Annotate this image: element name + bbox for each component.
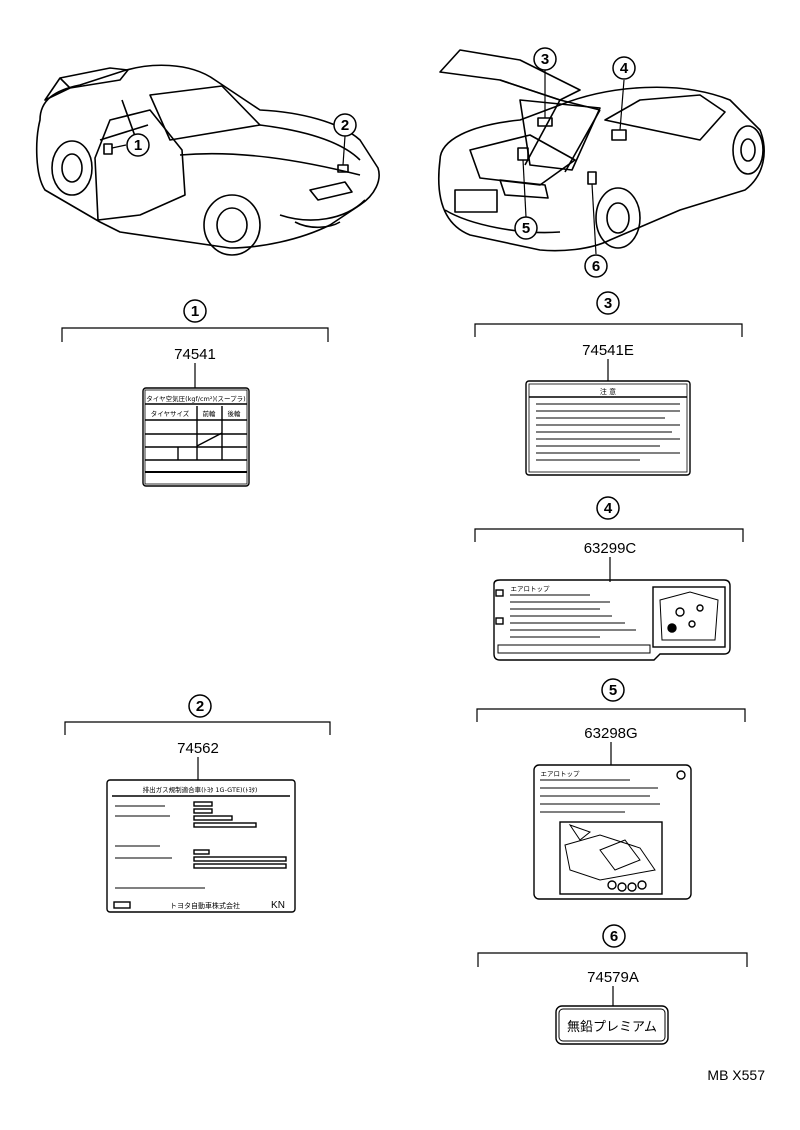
callout-3-circle-upper: 3 bbox=[533, 47, 557, 71]
part-number-63298G: 63298G bbox=[584, 725, 637, 742]
tire-label-rear: 後輪 bbox=[228, 409, 242, 418]
callout-1-num-upper: 1 bbox=[134, 137, 142, 154]
caution-label bbox=[525, 380, 691, 476]
section-5-number: 5 bbox=[609, 682, 617, 699]
part-number-74579A: 74579A bbox=[587, 969, 639, 986]
section-4: 4 63299C エアロトップ bbox=[474, 496, 744, 661]
callout-5-num-upper: 5 bbox=[522, 220, 530, 237]
aerotop-label-4 bbox=[493, 579, 731, 661]
tire-label-front: 前輪 bbox=[203, 409, 217, 418]
section-3-number: 3 bbox=[604, 295, 612, 312]
section-2: 2 74562 排出ガス規制適合車(ﾄﾖﾀ 1G-GTE)(ﾄﾖﾀ) トヨタ自動… bbox=[64, 694, 331, 913]
callout-2-num-upper: 2 bbox=[341, 117, 349, 134]
section-4-number: 4 bbox=[604, 500, 613, 517]
tire-label-size: タイヤサイズ bbox=[151, 409, 190, 418]
aerotop-label-5 bbox=[533, 764, 692, 900]
emission-label-title: 排出ガス規制適合車(ﾄﾖﾀ 1G-GTE)(ﾄﾖﾀ) bbox=[143, 785, 258, 794]
drawing-code: MB X557 bbox=[707, 1067, 765, 1083]
emission-label bbox=[106, 779, 296, 913]
callout-1-circle-upper: 1 bbox=[126, 133, 150, 157]
callout-3-num-upper: 3 bbox=[541, 51, 549, 68]
illustration-leaders bbox=[111, 70, 625, 255]
section-1: 1 74541 タイヤ空気圧(kgf/cm²)(スープラ) タイヤサイズ 前輪 … bbox=[61, 299, 329, 487]
aerotop-label-4-title: エアロトップ bbox=[511, 585, 551, 593]
part-number-74562: 74562 bbox=[177, 740, 219, 757]
section-5: 5 63298G エアロトップ bbox=[476, 678, 746, 900]
part-number-74541: 74541 bbox=[174, 346, 216, 363]
emission-label-kn: KN bbox=[271, 900, 285, 911]
rear-car-illustration bbox=[438, 49, 765, 252]
part-number-63299C: 63299C bbox=[584, 540, 637, 557]
fuel-label bbox=[555, 1005, 669, 1045]
tire-label-title: タイヤ空気圧(kgf/cm²)(スープラ) bbox=[146, 394, 245, 403]
section-3: 3 74541E 注 意 bbox=[474, 291, 743, 476]
callout-4-circle-upper: 4 bbox=[612, 56, 636, 80]
callout-6-circle-upper: 6 bbox=[584, 254, 608, 278]
section-1-number: 1 bbox=[191, 303, 199, 320]
aerotop-label-5-title: エアロトップ bbox=[541, 770, 581, 778]
callout-6-num-upper: 6 bbox=[592, 258, 600, 275]
part-number-74541E: 74541E bbox=[582, 342, 634, 359]
tire-pressure-label bbox=[142, 387, 250, 487]
caution-label-title: 注 意 bbox=[600, 387, 616, 396]
section-6: 6 74579A 無鉛プレミアム bbox=[477, 924, 748, 1045]
illustration-callouts: 1 2 3 4 5 6 bbox=[126, 47, 636, 278]
callout-4-num-upper: 4 bbox=[620, 60, 629, 77]
front-car-illustration bbox=[35, 64, 380, 256]
section-6-number: 6 bbox=[610, 928, 618, 945]
section-2-number: 2 bbox=[196, 698, 204, 715]
fuel-label-text: 無鉛プレミアム bbox=[567, 1020, 657, 1035]
emission-label-maker: トヨタ自動車株式会社 bbox=[170, 901, 240, 910]
callout-5-circle-upper: 5 bbox=[514, 216, 538, 240]
callout-2-circle-upper: 2 bbox=[333, 113, 357, 137]
